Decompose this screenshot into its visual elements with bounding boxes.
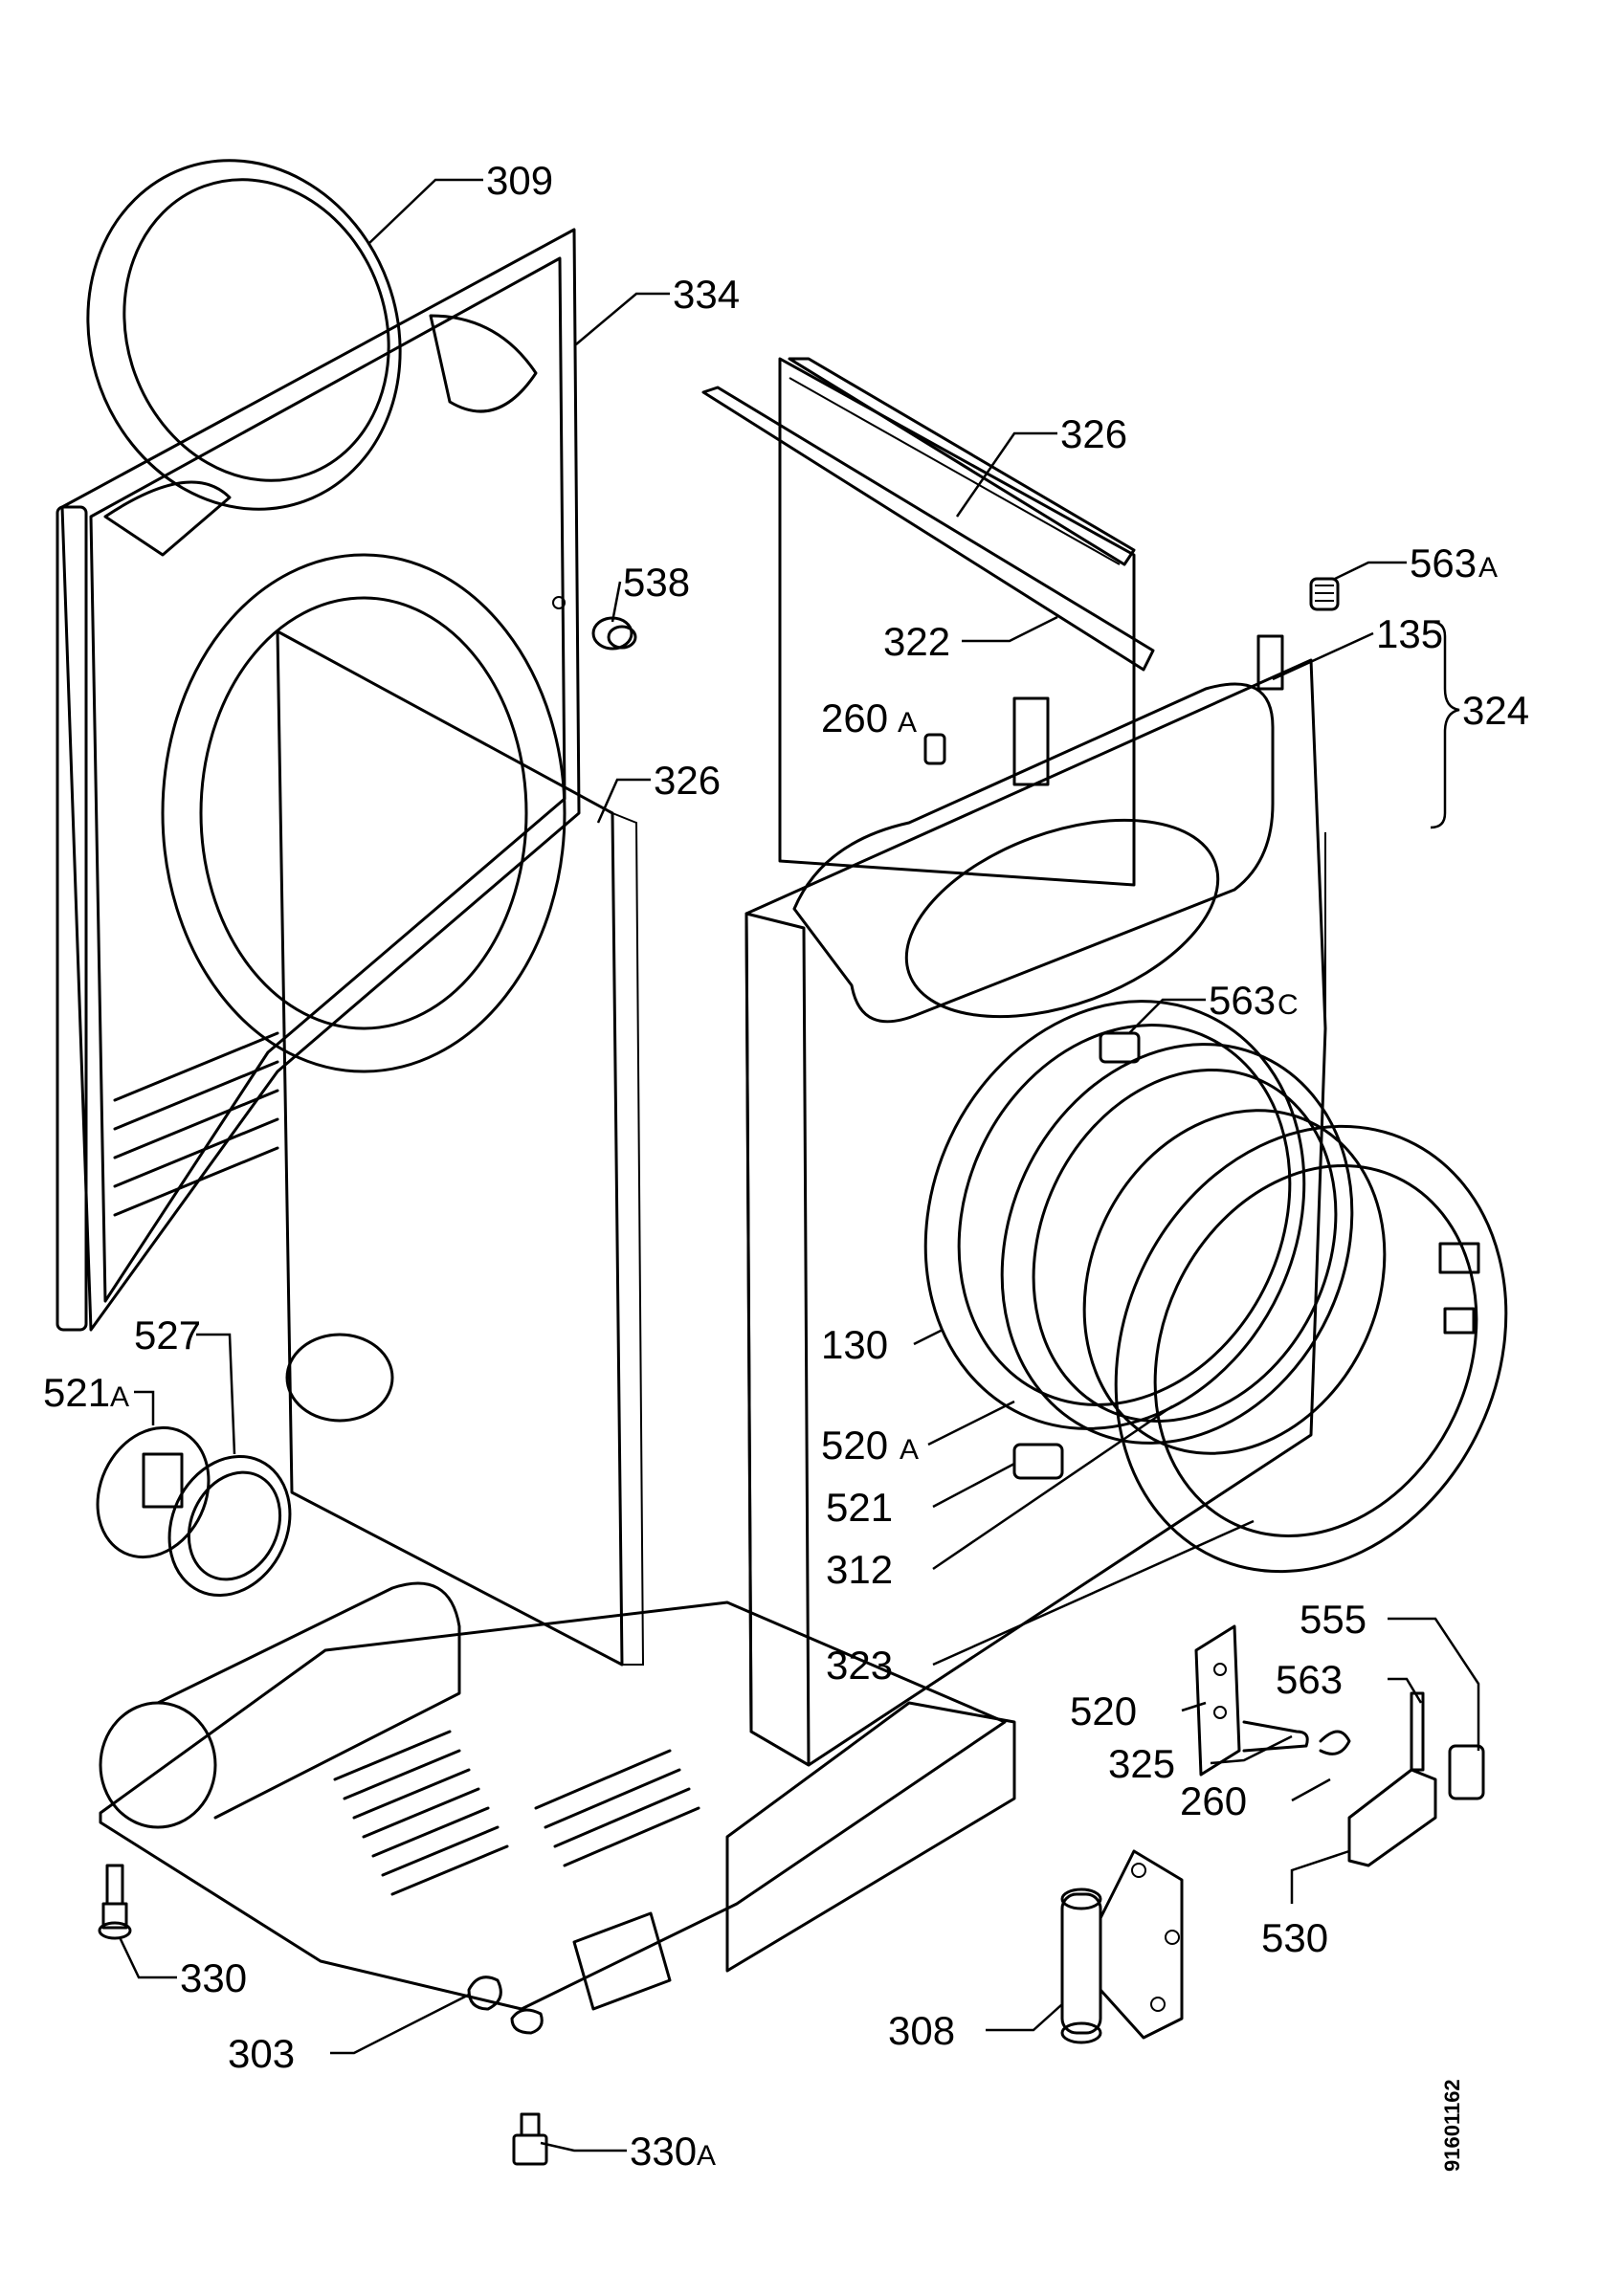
part-309-seal-ring (86, 159, 402, 511)
label-322: 322 (883, 619, 950, 664)
label-521a-suffix: A (110, 1381, 129, 1413)
label-308: 308 (888, 2008, 955, 2053)
label-563c-suffix: C (1278, 989, 1299, 1021)
label-130: 130 (821, 1322, 888, 1367)
part-521a-motor-cover (96, 1425, 211, 1559)
label-563: 563 (1276, 1657, 1343, 1702)
bracket-324 (1430, 620, 1460, 829)
document-number: 91601162 (1440, 2079, 1464, 2172)
part-330-foot-screw (98, 1864, 132, 1940)
part-520-hinge-plate (1194, 1624, 1309, 1777)
label-330a: 330 (630, 2129, 697, 2174)
part-labels: 309 334 326 538 563 A 322 135 324 260 A … (43, 158, 1529, 2174)
label-325: 325 (1108, 1741, 1175, 1786)
label-555: 555 (1300, 1597, 1366, 1642)
part-308-hinge (1060, 1849, 1184, 2044)
label-312: 312 (826, 1547, 893, 1592)
part-538-plug (591, 616, 637, 651)
part-555-seal-plate (1448, 1744, 1485, 1800)
part-527-ring (167, 1454, 292, 1598)
label-260a: 260 (821, 695, 888, 740)
label-260a-suffix: A (898, 707, 917, 739)
label-521: 521 (826, 1485, 893, 1530)
label-334: 334 (673, 272, 740, 317)
part-334-rear-panel (56, 228, 581, 1332)
label-326-top: 326 (1060, 411, 1127, 456)
part-530-lock-cover (1347, 1768, 1437, 1867)
part-521-latch (1012, 1443, 1064, 1480)
part-520a-door-ring-inner (1000, 1043, 1354, 1445)
part-322-top-rail (701, 357, 1155, 672)
part-260-spring-clip (1319, 1730, 1351, 1755)
label-563c: 563 (1209, 978, 1276, 1023)
label-323: 323 (826, 1643, 893, 1688)
label-520a-suffix: A (900, 1434, 919, 1466)
part-563c-clip (1099, 1031, 1141, 1064)
part-260a-clip (923, 733, 946, 765)
label-324: 324 (1462, 688, 1529, 733)
part-324-front-panel (744, 634, 1327, 1767)
label-326-mid: 326 (654, 758, 721, 803)
label-135: 135 (1376, 611, 1443, 656)
part-330a-foot (512, 2112, 548, 2166)
label-538: 538 (623, 560, 690, 605)
label-527: 527 (134, 1313, 201, 1358)
label-520a: 520 (821, 1423, 888, 1468)
label-303: 303 (228, 2031, 295, 2076)
part-323-door-frame (1114, 1124, 1508, 1574)
label-260: 260 (1180, 1778, 1247, 1823)
part-563a-clip-top (1309, 577, 1340, 611)
label-309: 309 (486, 158, 553, 203)
label-563a-top: 563 (1410, 541, 1477, 585)
part-563-lock-lever (1410, 1691, 1425, 1772)
label-330: 330 (180, 1955, 247, 2000)
label-520: 520 (1070, 1689, 1137, 1733)
part-326-side-panel-back (778, 357, 1136, 887)
label-530: 530 (1261, 1915, 1328, 1960)
part-312-door-glass (1082, 1109, 1387, 1455)
leader-lines (118, 178, 1480, 2152)
label-330a-suffix: A (697, 2140, 716, 2172)
part-326-side-panel (276, 629, 645, 1667)
label-563a-top-suffix: A (1478, 552, 1498, 584)
part-303-base (99, 1581, 1016, 2035)
label-521a: 521 (43, 1370, 110, 1415)
